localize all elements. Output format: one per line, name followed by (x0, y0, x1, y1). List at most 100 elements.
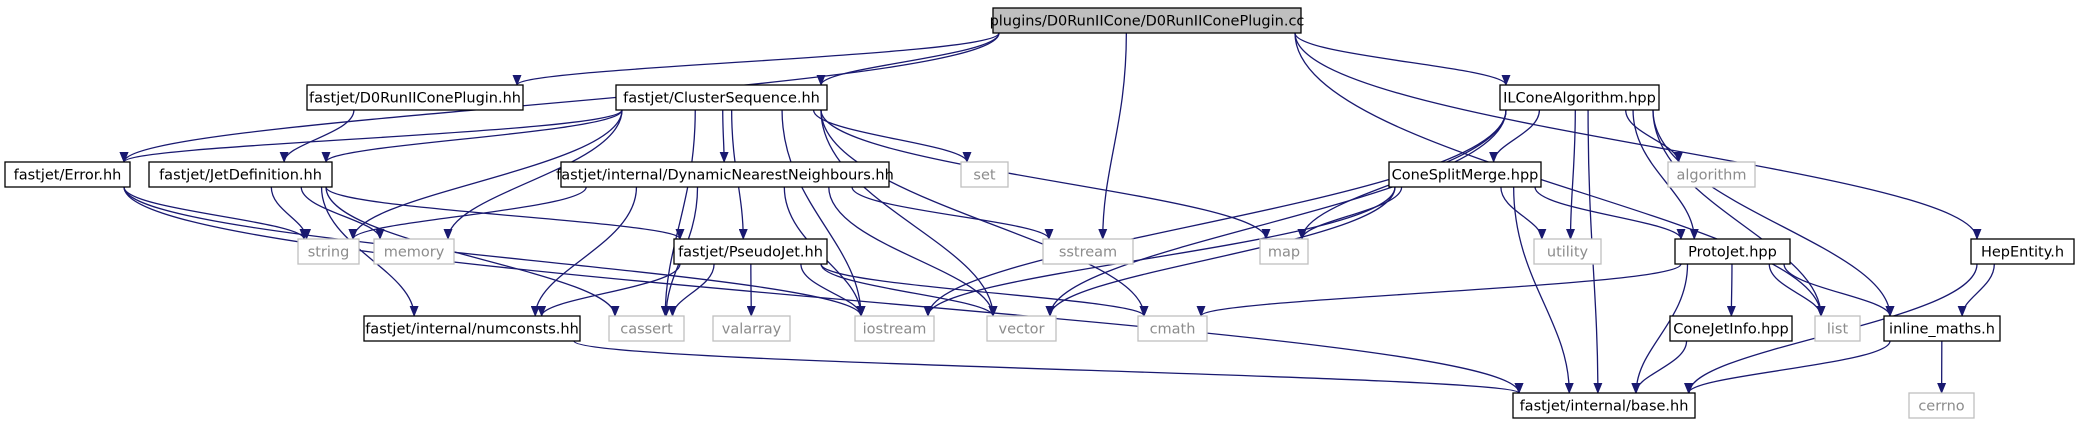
node-label: ILConeAlgorithm.hpp (1503, 91, 1656, 107)
node-conejetinfo-hpp[interactable]: ConeJetInfo.hpp (1669, 315, 1793, 342)
node-label: cerrno (1918, 399, 1964, 415)
node-label: string (308, 245, 350, 261)
edge-dnn-to-numconsts (530, 186, 638, 317)
edge-clusterseq-to-map (820, 109, 1271, 240)
node-fastjet-internal-base-hh[interactable]: fastjet/internal/base.hh (1512, 392, 1696, 419)
edge-pseudojet-to-cassert (668, 263, 715, 317)
node-fastjet-clustersequence-hh[interactable]: fastjet/ClusterSequence.hh (615, 84, 828, 111)
node-label: utility (1547, 245, 1589, 261)
node-hepentity-h[interactable]: HepEntity.h (1970, 238, 2075, 265)
edge-root-to-sstream (1098, 32, 1127, 240)
node-box (297, 238, 360, 265)
node-fastjet-pseudojet-hh[interactable]: fastjet/PseudoJet.hh (673, 238, 828, 265)
node-box (712, 315, 791, 342)
edge-layer (119, 32, 1995, 394)
node-label: fastjet/PseudoJet.hh (678, 245, 823, 261)
edge-protojet-to-inline_maths (1783, 263, 1895, 317)
node-box (1137, 315, 1208, 342)
edge-clusterseq-to-jetdef (321, 109, 623, 163)
node-label: fastjet/internal/DynamicNearestNeighbour… (556, 168, 894, 184)
node-box (1499, 84, 1660, 111)
edge-conesplit-to-base (1513, 186, 1574, 394)
node-label: fastjet/D0RunIIConePlugin.hh (309, 91, 521, 107)
node-label: iostream (863, 322, 927, 338)
edge-error_hh-to-base (123, 186, 1524, 394)
node-box (1512, 392, 1696, 419)
node-box (673, 238, 828, 265)
node-ilconealgorithm-hpp[interactable]: ILConeAlgorithm.hpp (1499, 84, 1660, 111)
edge-root-to-list (1294, 32, 1826, 317)
node-layer: plugins/D0RunIICone/D0RunIIConePlugin.cc… (4, 7, 2075, 419)
edge-conesplit-to-map (1297, 186, 1403, 240)
edge-numconsts-to-base (573, 340, 1523, 394)
node-memory: memory (373, 238, 455, 265)
edge-clusterseq-to-string (348, 109, 623, 240)
node-label: fastjet/JetDefinition.hh (159, 168, 322, 184)
node-conesplitmerge-hpp[interactable]: ConeSplitMerge.hpp (1388, 161, 1542, 188)
node-box (1669, 315, 1793, 342)
node-label: cmath (1150, 322, 1196, 338)
node-protojet-hpp[interactable]: ProtoJet.hpp (1674, 238, 1791, 265)
node-fastjet-d0runiiconeplugin-hh[interactable]: fastjet/D0RunIIConePlugin.hh (306, 84, 524, 111)
node-box (615, 84, 828, 111)
node-fastjet-error-hh[interactable]: fastjet/Error.hh (4, 161, 131, 188)
node-label: map (1268, 245, 1300, 261)
edge-d0plugin_hh-to-jetdef (279, 109, 355, 163)
node-box (1814, 315, 1861, 342)
node-label: fastjet/internal/numconsts.hh (365, 322, 579, 338)
node-list: list (1814, 315, 1861, 342)
node-box (363, 315, 581, 342)
edge-clusterseq-to-iostream (781, 109, 866, 317)
edge-ilcone-to-algorithm (1625, 109, 1683, 163)
edge-jetdef-to-pseudojet (325, 186, 685, 240)
edge-root-to-error_hh (119, 32, 1000, 163)
node-label: fastjet/internal/base.hh (1520, 399, 1689, 415)
edge-jetdef-to-numconsts (320, 186, 419, 317)
node-vector: vector (986, 315, 1057, 342)
edge-protojet-to-conejetinfo (1726, 263, 1736, 317)
node-box (1674, 238, 1791, 265)
edge-ilcone-to-list (1652, 109, 1826, 317)
edge-pseudojet-to-iostream (800, 263, 866, 317)
edge-root-to-hepentity (1294, 32, 1982, 240)
node-label: cassert (620, 322, 673, 338)
node-label: HepEntity.h (1981, 245, 2064, 261)
edge-clusterseq-to-memory (443, 109, 623, 240)
edge-jetdef-to-cassert (325, 186, 620, 317)
edge-clusterseq-to-error_hh (119, 109, 623, 163)
edge-clusterseq-to-dnn (719, 109, 729, 163)
node-box (373, 238, 455, 265)
edge-ilcone-to-vector (1045, 109, 1507, 317)
node-label: fastjet/ClusterSequence.hh (623, 91, 820, 107)
node-box (560, 161, 890, 188)
node-label: sstream (1059, 245, 1117, 261)
edge-root-to-clusterseq (816, 32, 1000, 86)
edge-pseudojet-to-cmath (820, 263, 1149, 317)
node-fastjet-internal-numconsts-hh[interactable]: fastjet/internal/numconsts.hh (363, 315, 581, 342)
node-box (960, 161, 1009, 188)
edge-dnn-to-string (348, 186, 587, 240)
node-cassert: cassert (608, 315, 685, 342)
node-inline-maths-h[interactable]: inline_maths.h (1883, 315, 2001, 342)
edge-dnn-to-vector (828, 186, 998, 317)
node-box (1533, 238, 1602, 265)
edge-conesplit-to-utility (1500, 186, 1547, 240)
node-box (1259, 238, 1309, 265)
node-box (306, 84, 524, 111)
node-plugins-d0runiicone-d0runiiconeplugin-cc[interactable]: plugins/D0RunIICone/D0RunIIConePlugin.cc (990, 7, 1305, 34)
node-set: set (960, 161, 1009, 188)
edge-ilcone-to-utility (1566, 109, 1576, 240)
edge-conejetinfo-to-base (1631, 340, 1688, 394)
node-label: vector (999, 322, 1045, 338)
node-label: inline_maths.h (1889, 322, 1995, 338)
edge-pseudojet-to-numconsts (537, 263, 681, 317)
node-label: list (1827, 322, 1849, 338)
node-box (1042, 238, 1134, 265)
node-utility: utility (1533, 238, 1602, 265)
edge-inline_maths-to-base (1684, 340, 1891, 394)
node-fastjet-jetdefinition-hh[interactable]: fastjet/JetDefinition.hh (148, 161, 333, 188)
node-fastjet-internal-dynamicnearestneighbours-hh[interactable]: fastjet/internal/DynamicNearestNeighbour… (556, 161, 894, 188)
node-label: ConeJetInfo.hpp (1673, 322, 1788, 338)
edge-pseudojet-to-vector (820, 263, 998, 317)
